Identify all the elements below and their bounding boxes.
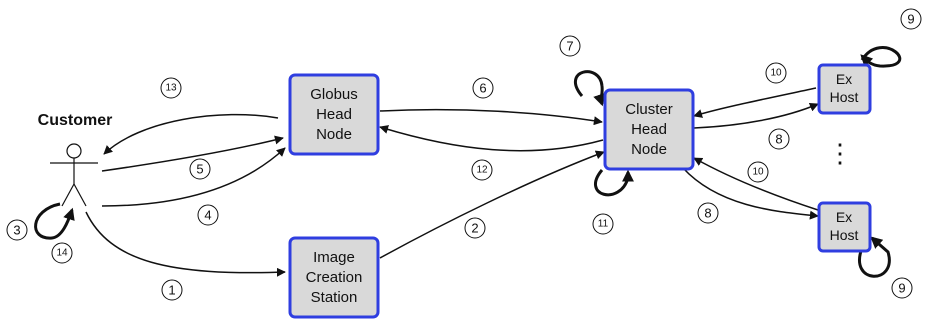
customer-label: Customer <box>38 112 113 129</box>
step-3-label: 3 <box>13 223 20 238</box>
step-1-badge: 1 <box>161 279 183 301</box>
step-9-bottom-badge: 9 <box>891 277 913 299</box>
step-2-label: 2 <box>471 221 478 236</box>
loop-7-cluster <box>573 70 605 107</box>
step-8-top-badge: 8 <box>768 128 790 150</box>
globus-head-node: Globus Head Node <box>288 73 380 156</box>
step-13-label: 13 <box>165 83 177 94</box>
step-6-label: 6 <box>479 81 486 96</box>
step-14-badge: 14 <box>51 242 73 264</box>
step-7-label: 7 <box>566 39 573 54</box>
step-11-badge: 11 <box>592 213 614 235</box>
ex-host-bottom: Ex Host <box>817 201 872 253</box>
cluster-head-node-line-2: Head <box>631 121 667 138</box>
ex-host-top-line-1: Ex <box>836 71 852 87</box>
globus-head-node-line-1: Globus <box>310 86 358 103</box>
step-8-top-label: 8 <box>775 132 782 147</box>
step-9-top-badge: 9 <box>900 8 922 30</box>
step-12-label: 12 <box>476 165 488 176</box>
edge-13-globus-to-customer <box>103 113 279 155</box>
step-12-badge: 12 <box>471 159 493 181</box>
more-hosts-ellipsis: ⋮ <box>827 138 853 168</box>
step-11-label: 11 <box>598 219 609 230</box>
loop-3-14-customer <box>34 202 75 240</box>
step-8-bottom-badge: 8 <box>697 202 719 224</box>
image-creation-station-line-1: Image <box>313 249 355 266</box>
edge-8-cluster-to-exhost-top <box>693 103 819 129</box>
step-5-badge: 5 <box>189 158 211 180</box>
edge-5-customer-to-globus <box>101 135 284 172</box>
ex-host-top: Ex Host <box>817 63 872 115</box>
cluster-head-node-line-1: Cluster <box>625 101 673 118</box>
cluster-head-node: Cluster Head Node <box>603 88 695 171</box>
step-3-badge: 3 <box>6 219 28 241</box>
step-10-top-label: 10 <box>770 68 782 79</box>
step-8-bottom-label: 8 <box>704 206 711 221</box>
globus-head-node-line-2: Head <box>316 106 352 123</box>
edge-10-exhost-top-to-cluster <box>693 87 817 118</box>
edge-6-globus-to-cluster <box>379 108 603 126</box>
step-9-top-label: 9 <box>907 12 914 27</box>
image-creation-station-line-2: Creation <box>306 269 363 286</box>
cluster-head-node-line-3: Node <box>631 141 667 158</box>
edge-2-image-station-to-cluster <box>379 150 605 259</box>
edge-10-exhost-bottom-to-cluster <box>693 157 819 211</box>
edge-1-customer-to-image-station <box>85 211 286 277</box>
image-creation-station: Image Creation Station <box>288 236 380 319</box>
step-10-bottom-label: 10 <box>752 167 764 178</box>
step-7-badge: 7 <box>559 35 581 57</box>
loop-9-exhost-top <box>860 46 902 68</box>
step-9-bottom-label: 9 <box>898 281 905 296</box>
ex-host-bottom-line-2: Host <box>830 227 859 243</box>
step-4-badge: 4 <box>197 204 219 226</box>
image-creation-station-line-3: Station <box>311 289 358 306</box>
ex-host-top-line-2: Host <box>830 89 859 105</box>
loop-9-exhost-bottom <box>858 236 891 278</box>
edge-8-cluster-to-exhost-bottom <box>682 167 819 220</box>
step-1-label: 1 <box>168 283 175 298</box>
step-5-label: 5 <box>196 162 203 177</box>
loop-11-cluster <box>594 169 634 197</box>
edge-12-cluster-to-globus <box>379 125 604 152</box>
step-2-badge: 2 <box>464 217 486 239</box>
step-4-label: 4 <box>204 208 211 223</box>
customer-actor-icon <box>50 143 98 207</box>
step-10-top-badge: 10 <box>765 62 787 84</box>
step-10-bottom-badge: 10 <box>747 161 769 183</box>
step-6-badge: 6 <box>472 77 494 99</box>
globus-head-node-line-3: Node <box>316 126 352 143</box>
ex-host-bottom-line-1: Ex <box>836 209 852 225</box>
edge-4-customer-to-globus <box>101 147 286 207</box>
step-14-label: 14 <box>56 248 68 259</box>
step-13-badge: 13 <box>160 77 182 99</box>
